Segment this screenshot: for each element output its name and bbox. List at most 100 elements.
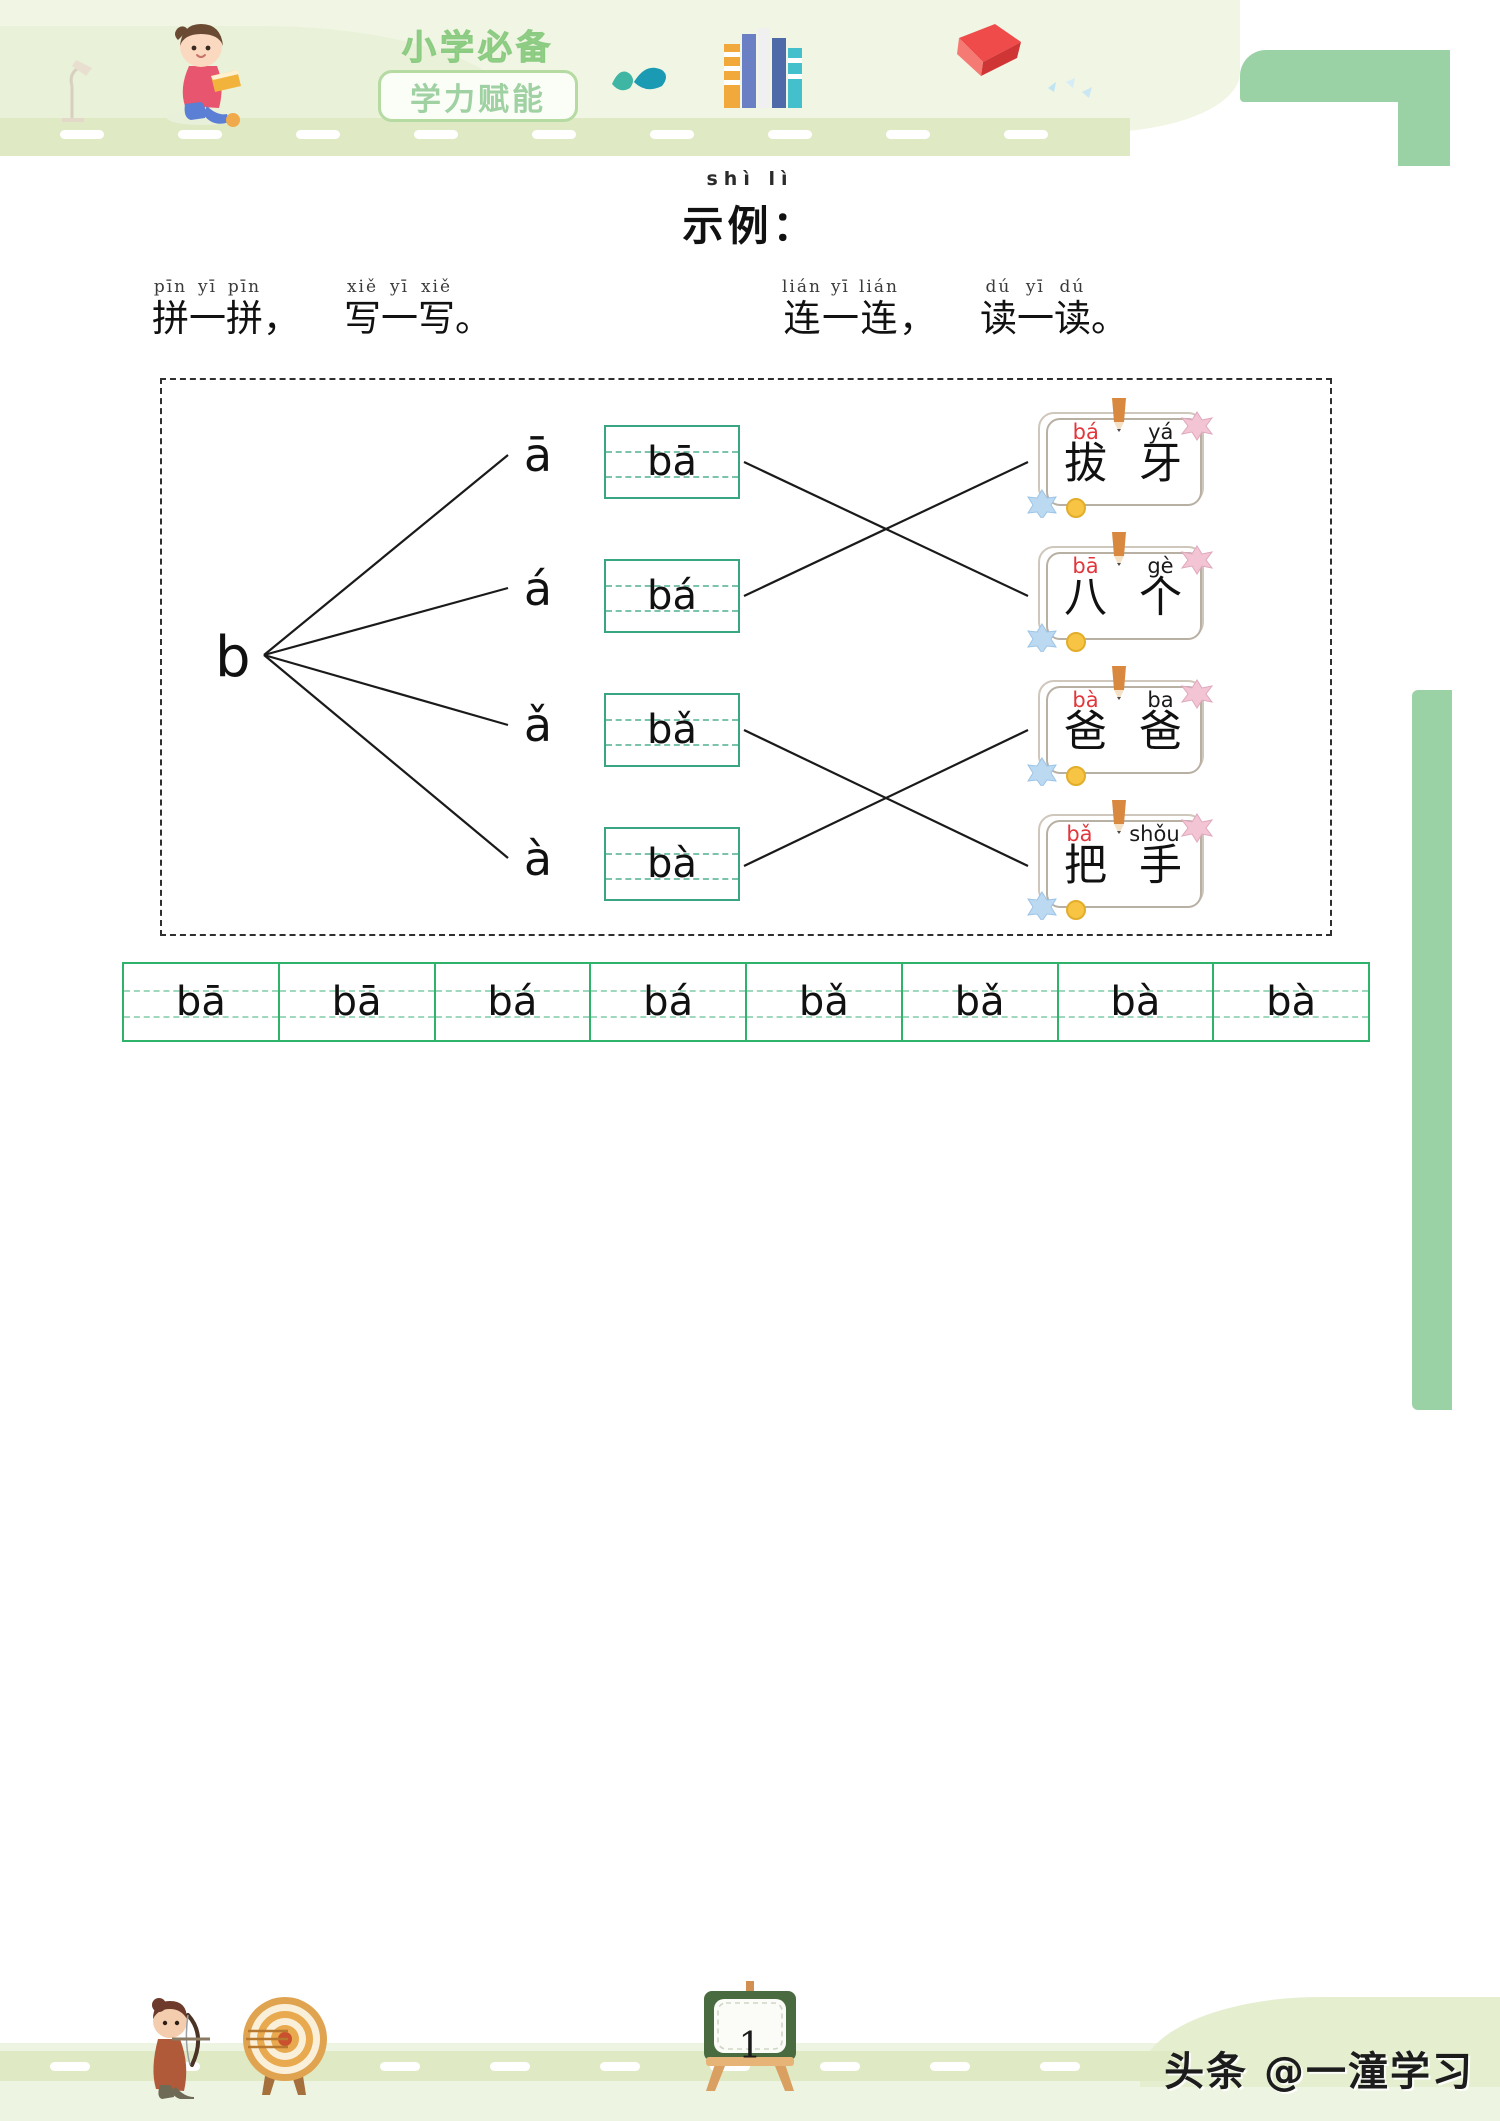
ruby-pinyin: pīn [227, 277, 262, 297]
syllable-box-3[interactable]: bǎ [604, 693, 740, 767]
road-dash [930, 2062, 970, 2071]
card-inner-frame [1046, 552, 1202, 640]
guide-line [606, 476, 738, 478]
practice-cell[interactable]: bá [435, 964, 592, 1040]
guide-line [1058, 1016, 1213, 1018]
card-pinyin-black: yá [1148, 420, 1174, 444]
ruby-pinyin: xiě [420, 277, 453, 297]
ruby-unit: lián 连 [859, 278, 899, 339]
card-pinyin-row: bà ba [1048, 690, 1198, 711]
pencil-icon [1112, 532, 1126, 566]
guide-line [606, 451, 738, 453]
header-green-corner-2 [1398, 50, 1450, 166]
pencil-icon [1112, 800, 1126, 834]
word-card-2[interactable]: bā gè 八 个 [1027, 532, 1214, 652]
instruction-period: 。 [455, 297, 492, 340]
road-dash [768, 130, 812, 139]
footer-decoration-band: 1 头条 @一潼学习 [0, 1971, 1500, 2121]
practice-text: bā [331, 979, 382, 1025]
ruby-han: 连 [783, 297, 821, 340]
word-card-1[interactable]: bá yá 拔 牙 [1027, 398, 1214, 518]
road-dash [600, 2062, 640, 2071]
card-han-row: 爸 爸 [1048, 707, 1198, 757]
guide-line [606, 610, 738, 612]
practice-text: bà [1110, 979, 1161, 1025]
card-pinyin-row: bá yá [1048, 422, 1198, 443]
practice-writing-row[interactable]: bā bā bá bá bǎ bǎ bà [122, 962, 1370, 1042]
word-card-4[interactable]: bǎ shǒu 把 手 [1027, 800, 1214, 920]
instruction-period: 。 [1090, 297, 1128, 340]
guide-line [606, 853, 738, 855]
syllable-text: bá [647, 573, 697, 619]
girl-reading-icon [167, 24, 241, 127]
road-dash [886, 130, 930, 139]
syllable-box-1[interactable]: bā [604, 425, 740, 499]
ruby-han: 一 [821, 297, 859, 340]
open-red-book-icon [957, 24, 1021, 76]
road-dash [650, 130, 694, 139]
guide-line [606, 585, 738, 587]
ruby-pinyin: dú [1059, 277, 1086, 297]
syllable-box-2[interactable]: bá [604, 559, 740, 633]
word-card-3[interactable]: bà ba 爸 爸 [1027, 666, 1214, 786]
vowel-4: à [523, 832, 553, 886]
card-han-1: 爸 [1064, 707, 1107, 757]
guide-line [435, 990, 590, 992]
practice-cell[interactable]: bà [1058, 964, 1215, 1040]
header-decoration-band: 小学必备 学力赋能 [0, 0, 1500, 166]
card-pinyin-black: gè [1147, 554, 1174, 578]
instruction-comma: ， [898, 297, 936, 340]
ruby-han: 一 [189, 297, 226, 340]
ruby-han: 读 [979, 297, 1017, 340]
practice-cell[interactable]: bá [591, 964, 747, 1040]
card-inner-frame [1046, 686, 1202, 774]
instruction-right: lián 连 yī 一 lián 连 ， dú 读 yī [782, 278, 1128, 339]
star-icon [1027, 489, 1057, 518]
dot-icon [1066, 900, 1086, 920]
dot-icon [1066, 498, 1086, 518]
instruction-left: pīn 拼 yī 一 pīn 拼 ， xiě 写 yī [152, 278, 492, 339]
syllable-text: bā [647, 439, 697, 485]
ruby-pinyin: yī [197, 277, 218, 297]
initial-letter-b: b [215, 625, 251, 690]
ruby-pinyin: dú [985, 277, 1012, 297]
card-han-1: 把 [1064, 841, 1107, 891]
flower-icon [1180, 679, 1214, 709]
practice-cell[interactable]: bǎ [902, 964, 1059, 1040]
road-dash [710, 2062, 750, 2071]
leaf-icon [612, 67, 666, 91]
practice-text: bá [643, 979, 694, 1025]
guide-line [747, 1016, 901, 1018]
syllable-text: bǎ [647, 707, 697, 753]
guide-line [1214, 990, 1368, 992]
practice-cell[interactable]: bǎ [747, 964, 903, 1040]
ruby-unit: xiě 写 [344, 278, 381, 339]
practice-cell[interactable]: bà [1214, 964, 1368, 1040]
guide-line [435, 1016, 590, 1018]
ruby-han: 一 [1016, 297, 1054, 340]
dot-icon [1066, 632, 1086, 652]
vowel-2: á [523, 562, 553, 616]
watermark-text: 头条 @一潼学习 [1164, 2049, 1474, 2095]
syllable-box-4[interactable]: bà [604, 827, 740, 901]
ruby-pinyin: pīn [153, 277, 188, 297]
page-number: 1 [738, 2026, 762, 2067]
practice-cell[interactable]: bā [279, 964, 436, 1040]
easel-blackboard-icon [704, 1981, 796, 2091]
card-pinyin-red: bà [1072, 688, 1099, 712]
archer-boy-icon [152, 1998, 210, 2099]
practice-cell[interactable]: bā [124, 964, 280, 1040]
desk-lamp-icon [62, 60, 92, 122]
ruby-han: 连 [860, 297, 898, 340]
guide-line [747, 990, 901, 992]
guide-line [606, 744, 738, 746]
guide-line [124, 990, 278, 992]
ruby-unit: yī 一 [189, 278, 226, 339]
ruby-unit: yī 一 [822, 278, 859, 339]
ruby-unit: pīn 拼 [226, 278, 263, 339]
guide-line [124, 1016, 278, 1018]
road-dash [1004, 130, 1048, 139]
road-dash [414, 130, 458, 139]
practice-text: bà [1266, 979, 1317, 1025]
